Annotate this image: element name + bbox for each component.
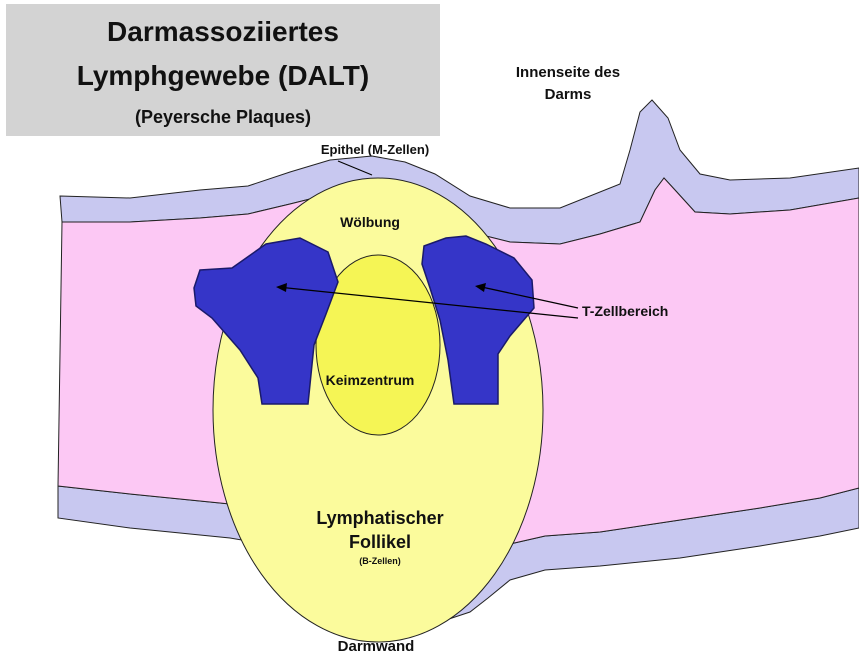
label-dome: Wölbung (320, 214, 420, 230)
label-epithel: Epithel (M-Zellen) (290, 142, 460, 157)
label-t-zone: T-Zellbereich (582, 303, 722, 319)
label-lumen-line-1: Innenseite des (498, 64, 638, 81)
title-subtitle: (Peyersche Plaques) (6, 107, 440, 128)
label-germinal-center: Keimzentrum (310, 372, 430, 388)
label-lumen-line-2: Darms (498, 86, 638, 103)
label-follicle-line-2: Follikel (290, 532, 470, 553)
label-gut-wall: Darmwand (316, 638, 436, 655)
label-follicle-line-1: Lymphatischer (290, 508, 470, 529)
title-line-2: Lymphgewebe (DALT) (6, 60, 440, 92)
title-line-1: Darmassoziiertes (6, 16, 440, 48)
title-box: Darmassoziiertes Lymphgewebe (DALT) (Pey… (6, 4, 440, 136)
label-b-cells: (B-Zellen) (330, 556, 430, 566)
